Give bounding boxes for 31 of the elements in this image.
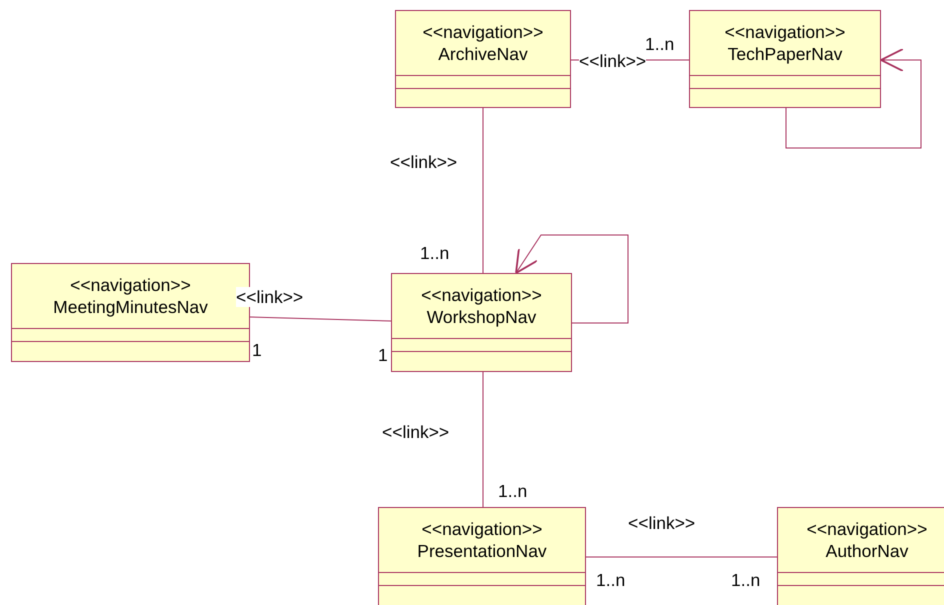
class-box [391,273,572,372]
multiplicity-label: 1..n [731,570,760,590]
class-name: MeetingMinutesNav [53,296,208,318]
multiplicity-label: 1..n [420,243,450,263]
class-name: AuthorNav [826,540,908,562]
multiplicity-label: 1 [378,345,388,365]
class-box [777,507,944,605]
association-line [250,316,392,322]
class-box [689,10,881,108]
stereotype-label: <<navigation>> [806,518,928,540]
class-name: TechPaperNav [728,43,842,65]
stereotype-label: <<navigation>> [70,274,191,296]
class-box [395,10,571,108]
association-line [586,556,778,558]
stereotype-label: <<navigation>> [421,284,542,306]
association-line [482,372,484,508]
association-line [482,108,484,274]
stereotype-label: <<navigation>> [422,21,544,43]
stereotype-label: <<navigation>> [422,518,542,540]
stereotype-label: <<navigation>> [724,21,846,43]
arrow [515,234,628,324]
class-name: PresentationNav [417,540,547,562]
multiplicity-label: 1..n [498,481,528,501]
multiplicity-label: 1..n [645,34,674,54]
edge-label: <<link>> [236,287,304,307]
multiplicity-label: 1 [252,340,262,360]
class-name: WorkshopNav [426,306,536,328]
class-name: ArchiveNav [438,43,528,65]
multiplicity-label: 1..n [596,570,626,590]
arrow [786,48,922,148]
class-box [378,507,586,605]
